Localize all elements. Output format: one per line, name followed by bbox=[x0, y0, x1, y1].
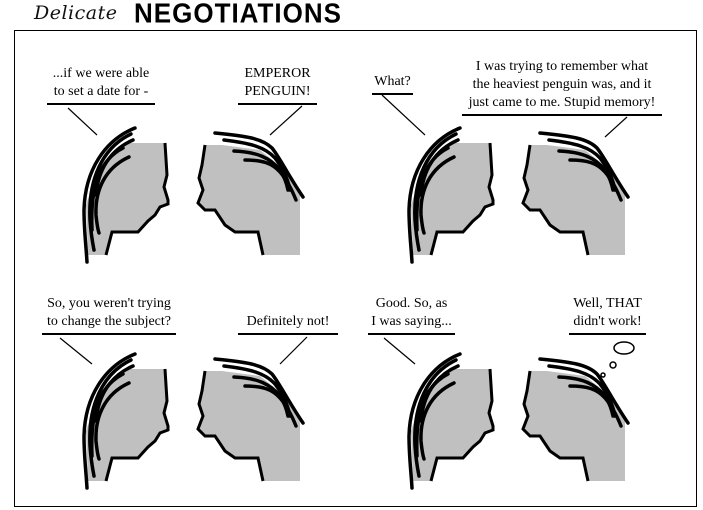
speech-line: I was saying... bbox=[371, 314, 452, 329]
speech-bubble: Definitely not! bbox=[238, 313, 338, 335]
speech-line: So, you weren't trying bbox=[47, 296, 171, 311]
speech-line: Definitely not! bbox=[246, 314, 330, 329]
right-character bbox=[521, 357, 630, 483]
left-character bbox=[82, 126, 170, 264]
title-bold: NEGOTIATIONS bbox=[134, 0, 342, 29]
speech-line: I was trying to remember what bbox=[475, 59, 649, 74]
speech-line: to set a date for - bbox=[53, 84, 149, 99]
thought-text: Well, THAT didn't work! bbox=[569, 295, 646, 335]
right-character bbox=[521, 131, 630, 257]
speech-line: EMPEROR bbox=[244, 66, 311, 81]
speech-line: just came to me. Stupid memory! bbox=[468, 95, 656, 110]
panel-2-heads bbox=[407, 126, 630, 264]
right-character bbox=[196, 357, 305, 483]
left-character bbox=[407, 126, 495, 264]
panel-4-heads bbox=[407, 352, 630, 490]
speech-bubble: So, you weren't trying to change the sub… bbox=[42, 295, 176, 335]
speech-line: the heaviest penguin was, and it bbox=[472, 77, 652, 92]
speech-tails bbox=[59, 94, 628, 365]
speech-bubble: What? bbox=[372, 73, 413, 95]
speech-bubble: I was trying to remember what the heavie… bbox=[462, 58, 662, 116]
speech-bubble: ...if we were able to set a date for - bbox=[47, 65, 155, 105]
speech-line: to change the subject? bbox=[46, 314, 171, 329]
speech-line: What? bbox=[374, 74, 411, 89]
speech-line: ...if we were able bbox=[52, 66, 150, 81]
panel-3-heads bbox=[82, 352, 305, 490]
comic-frame bbox=[14, 30, 697, 507]
speech-line: Good. So, as bbox=[375, 296, 448, 311]
speech-line: PENGUIN! bbox=[244, 84, 311, 99]
title-script: Delicate bbox=[34, 2, 118, 24]
thought-bubbles bbox=[600, 341, 635, 378]
speech-line: didn't work! bbox=[573, 314, 642, 329]
speech-line: Well, THAT bbox=[573, 296, 642, 311]
right-character bbox=[196, 131, 305, 257]
left-character bbox=[82, 352, 170, 490]
speech-bubble: Good. So, as I was saying... bbox=[368, 295, 455, 335]
speech-bubble: EMPEROR PENGUIN! bbox=[238, 65, 317, 105]
panel-1-heads bbox=[82, 126, 305, 264]
left-character bbox=[407, 352, 495, 490]
